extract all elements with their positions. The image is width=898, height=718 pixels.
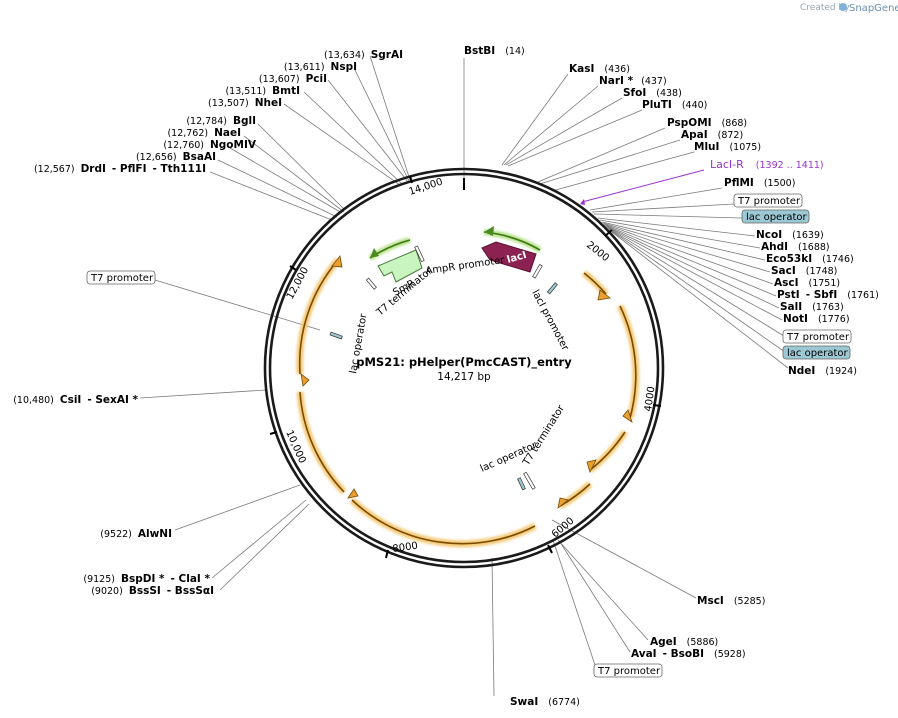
t7-terminator-marker-1 xyxy=(365,277,377,290)
t7-terminator-label-2: T7 terminator xyxy=(521,403,568,469)
enzyme-bspdi-clai[interactable]: (9125)BspDI *- ClaI * xyxy=(83,573,210,585)
enzyme-ndei[interactable]: NdeI(1924) xyxy=(788,365,857,377)
enzyme-pcii[interactable]: (13,607)PciI xyxy=(259,73,327,85)
t7-promoter-label-left: T7 promoter xyxy=(90,273,154,284)
t7-promoter-box-right-2[interactable] xyxy=(782,329,852,344)
t7-promoter-box-left[interactable] xyxy=(86,270,156,285)
enzyme-psti-sbfi[interactable]: PstI- SbfI(1761) xyxy=(777,289,879,301)
enzyme-nspi[interactable]: (13,611)NspI xyxy=(284,61,357,73)
enzyme-bsaai[interactable]: (12,656)BsaAI xyxy=(136,151,216,163)
backbone-outer xyxy=(263,167,665,569)
enzyme-naei[interactable]: (12,762)NaeI xyxy=(167,127,241,139)
created-by-text: Created by xyxy=(800,3,850,13)
plasmid-name: pMS21: pHelper(PmcCAST)_entry xyxy=(356,355,572,370)
t7-promoter-label-bottom: T7 promoter xyxy=(597,666,661,677)
enzyme-nhei[interactable]: (13,507)NheI xyxy=(208,97,282,109)
primer-arrow-icon xyxy=(580,199,585,205)
enzyme-bsssi-bsssai[interactable]: (9020)BssSI- BssSαI xyxy=(91,585,214,597)
enzyme-labels-top: BstBI(14) KasI(436) NarI *(437) SfoI(438… xyxy=(464,45,761,153)
enzyme-avai-bsobi[interactable]: AvaI- BsoBI(5928) xyxy=(631,648,746,660)
enzyme-sfoi[interactable]: SfoI(438) xyxy=(623,87,682,99)
enzyme-pluti[interactable]: PluTI(440) xyxy=(642,99,707,111)
plasmid-length: 14,217 bp xyxy=(437,371,491,383)
primer-laci-r[interactable]: LacI-R(1392 .. 1411) xyxy=(710,158,824,171)
enzyme-ngomiv[interactable]: (12,760)NgoMIV xyxy=(163,139,257,151)
enzyme-agei[interactable]: AgeI(5886) xyxy=(650,636,718,648)
lac-operator-label-right-1: lac operator xyxy=(746,212,807,223)
enzyme-ncoi[interactable]: NcoI(1639) xyxy=(756,229,824,241)
enzyme-drdi-pflfi-tth111i[interactable]: (12,567)DrdI- PflFI- Tth111I xyxy=(34,163,206,175)
t7-promoter-label-right-2: T7 promoter xyxy=(786,332,850,343)
backbone-inner xyxy=(268,172,660,564)
smr-feature xyxy=(377,249,423,283)
orange-arrowheads xyxy=(300,255,633,509)
enzyme-alwni[interactable]: (9522)AlwNI xyxy=(100,528,172,540)
ampr-promoter-marker xyxy=(414,245,425,263)
laci-promoter-label: lacI promoter xyxy=(529,288,571,353)
enzyme-eco53ki[interactable]: Eco53kI(1746) xyxy=(766,253,854,265)
snapgene-brand-text: SnapGene xyxy=(849,3,898,14)
enzyme-kasi[interactable]: KasI(436) xyxy=(569,63,630,75)
t7-promoter-box-right-1[interactable] xyxy=(733,193,803,208)
t7-promoter-box-bottom[interactable] xyxy=(593,663,663,678)
enzyme-ahdi[interactable]: AhdI(1688) xyxy=(761,241,830,253)
enzyme-msci[interactable]: MscI(5285) xyxy=(697,595,765,607)
enzyme-pflmi[interactable]: PflMI(1500) xyxy=(724,177,795,189)
enzyme-bmti[interactable]: (13,511)BmtI xyxy=(225,85,300,97)
enzyme-bgli[interactable]: (12,784)BglI xyxy=(186,115,256,127)
enzyme-apai[interactable]: ApaI(872) xyxy=(681,129,743,141)
laci-feature xyxy=(481,241,537,273)
lac-operator-box-right-2[interactable] xyxy=(782,345,851,360)
enzyme-mlui[interactable]: MluI(1075) xyxy=(694,141,761,153)
tick-marks xyxy=(269,175,662,559)
t7-promoter-label-right-1: T7 promoter xyxy=(737,196,801,207)
t7-terminator-marker-2 xyxy=(523,471,536,490)
enzyme-swai[interactable]: SwaI(6774) xyxy=(510,696,580,708)
enzyme-pspomi[interactable]: PspOMI(868) xyxy=(667,117,747,129)
enzyme-csii-sexai[interactable]: (10,480)CsiI- SexAI * xyxy=(13,394,138,406)
enzyme-asci[interactable]: AscI(1751) xyxy=(774,277,840,289)
laci-label: lacI xyxy=(506,250,528,266)
enzyme-saci[interactable]: SacI(1748) xyxy=(771,265,837,277)
laci-promoter-marker xyxy=(532,263,543,279)
primer-leader xyxy=(581,169,705,203)
orange-orf-arcs xyxy=(296,257,640,548)
lac-operator-marker-bottom xyxy=(517,477,526,491)
enzyme-sgrai[interactable]: (13,634)SgrAI xyxy=(324,49,403,61)
enzyme-bstbi[interactable]: BstBI(14) xyxy=(464,45,525,57)
lac-operator-marker-top xyxy=(546,282,558,295)
leader-lines xyxy=(139,55,789,697)
enzyme-nari[interactable]: NarI *(437) xyxy=(599,75,667,87)
enzyme-labels-left: (13,634)SgrAI (13,611)NspI (13,607)PciI … xyxy=(34,49,403,175)
lac-operator-box-right-1[interactable] xyxy=(741,209,810,224)
enzyme-noti[interactable]: NotI(1776) xyxy=(783,313,850,325)
tick-2000: 2000 xyxy=(584,240,611,264)
snapgene-logo-icon xyxy=(839,3,847,11)
lac-operator-label-right-2: lac operator xyxy=(787,348,848,359)
enzyme-labels-right: PflMI(1500) T7 promoter lac operator Nco… xyxy=(724,177,879,377)
tick-8000: 8000 xyxy=(392,541,419,555)
green-orf-arcs xyxy=(368,226,542,261)
enzyme-sali[interactable]: SalI(1763) xyxy=(780,301,844,313)
ampr-promoter-label: AmpR promoter xyxy=(425,255,506,277)
lac-operator-marker-left xyxy=(329,331,343,340)
tick-4000: 4000 xyxy=(643,386,657,413)
